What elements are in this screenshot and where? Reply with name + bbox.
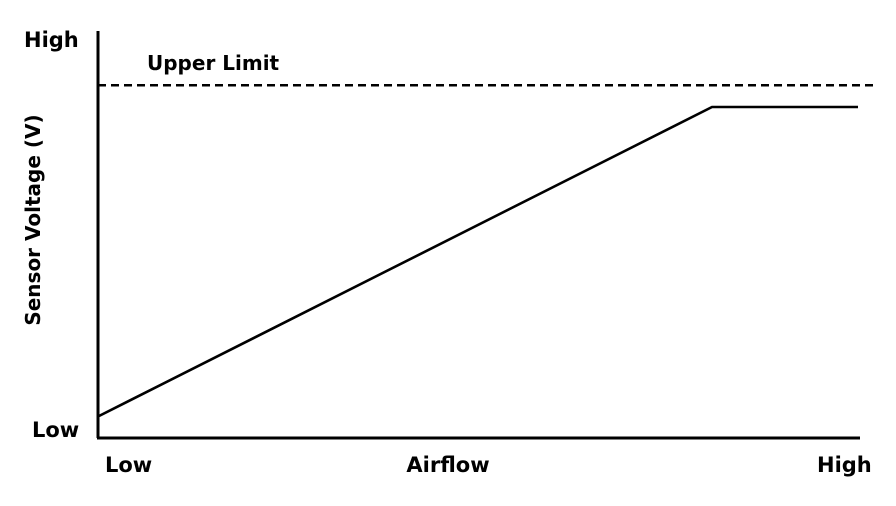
y-axis-tick-low: Low: [32, 418, 80, 442]
y-axis-tick-high: High: [24, 28, 79, 52]
y-axis-title: Sensor Voltage (V): [21, 114, 45, 326]
x-axis-tick-low: Low: [105, 453, 153, 477]
sensor-response-line: [98, 105, 858, 418]
upper-limit-annotation: Upper Limit: [147, 51, 280, 75]
x-axis-tick-high: High: [817, 453, 872, 477]
x-axis-title: Airflow: [406, 453, 490, 477]
